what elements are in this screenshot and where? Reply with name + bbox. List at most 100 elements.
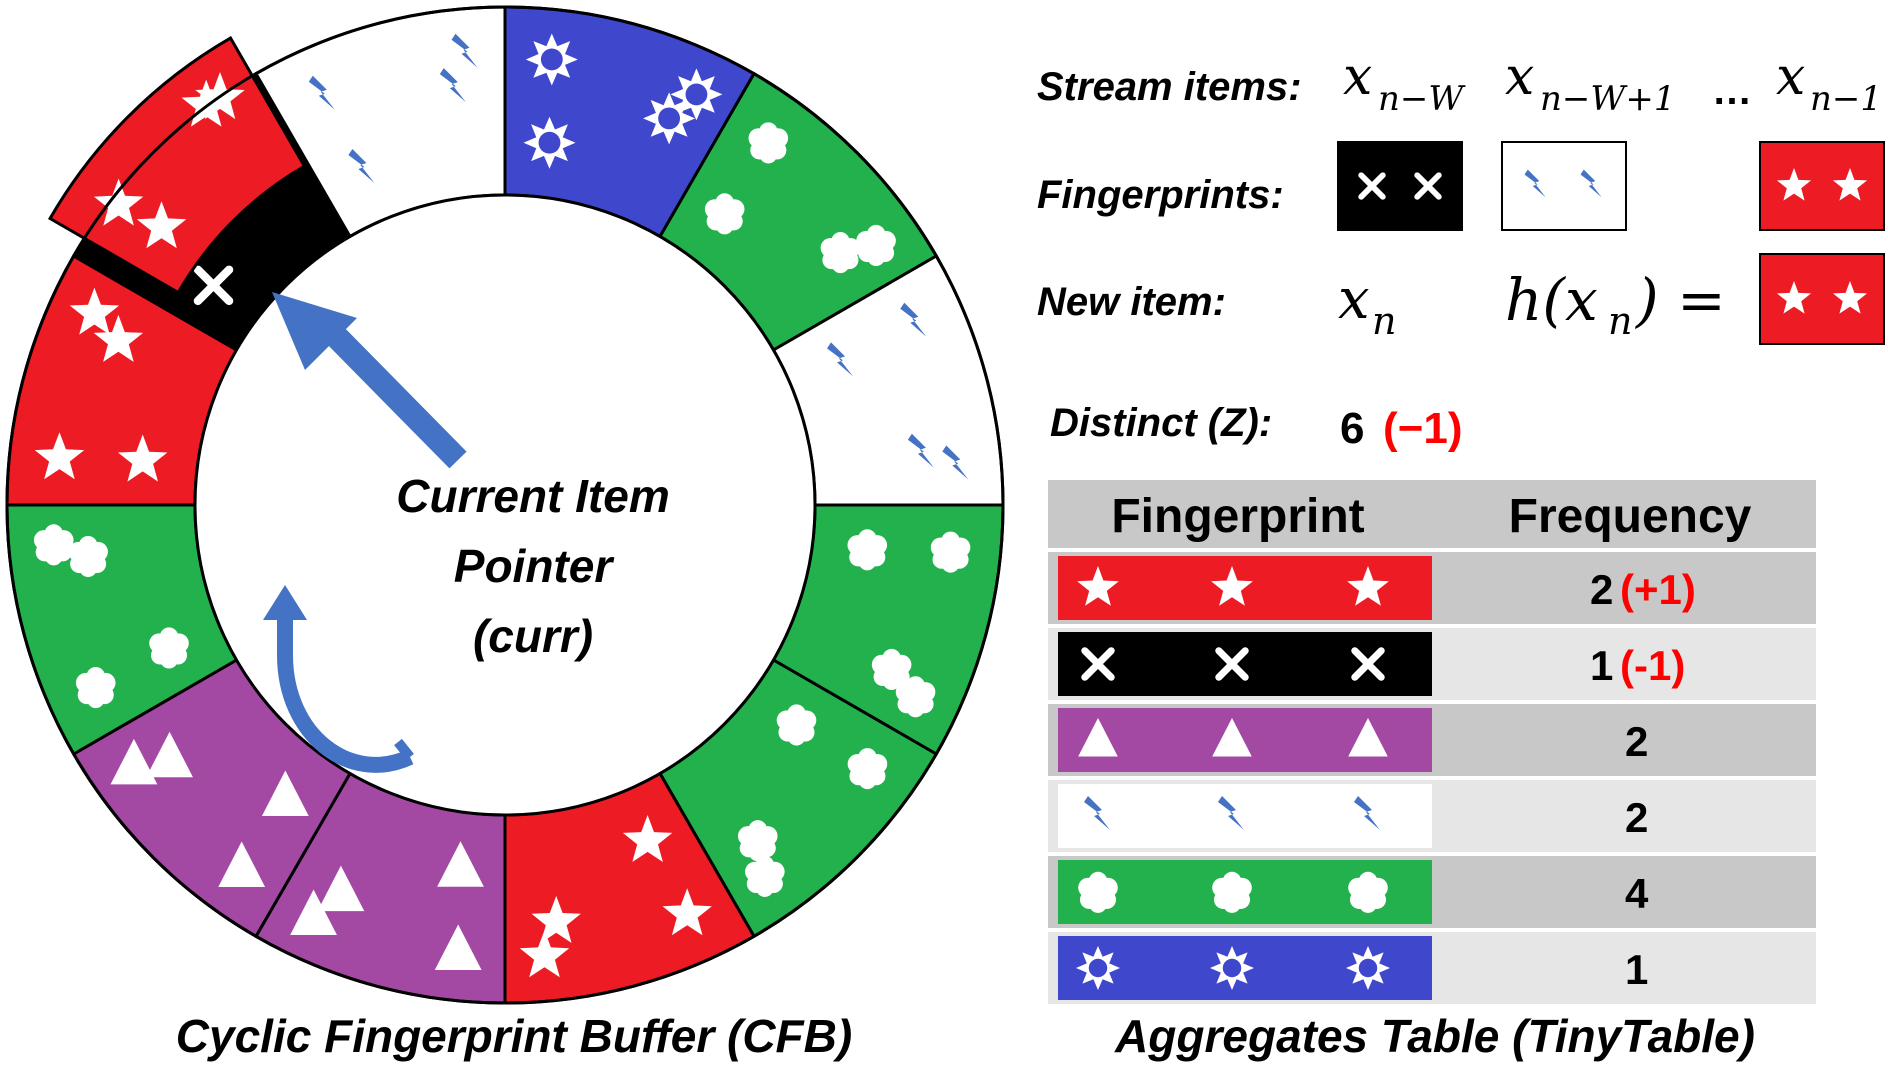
triangle-icon [110,738,158,785]
cloud-icon [871,648,912,691]
lightning-icon [348,149,375,183]
cfb-ring [5,5,1005,1005]
lightning-icon [1084,796,1110,830]
pointer-label-line3: (curr) [473,610,593,662]
cloud-icon [75,666,116,709]
star-icon [118,434,168,482]
cloud-icon [68,535,108,578]
blue-star-icon [525,33,578,86]
blue-star-icon [523,116,576,169]
cloud-icon [1078,871,1118,913]
frequency-value: 2 [1590,566,1613,613]
new-item-x: x n [1338,267,1396,343]
triangle-icon [434,924,482,971]
frequency-delta: (-1) [1620,642,1685,689]
distinct-value: 6 [1340,404,1364,453]
cfb-caption: Cyclic Fingerprint Buffer (CFB) [176,1010,852,1062]
lightning-icon [1580,169,1602,198]
star-icon [622,815,673,862]
cloud-icon [847,748,888,790]
cross-icon [1358,172,1386,200]
cfb-slot [71,657,353,939]
star-icon [1211,566,1253,606]
table-row: 2(+1) [1048,552,1816,624]
frequency-delta: (+1) [1620,566,1696,613]
cloud-icon [149,627,189,669]
frequency-value: 1 [1590,642,1613,689]
lightning-icon [1524,169,1546,198]
fingerprints-label: Fingerprints: [1037,173,1284,217]
triangle-icon [437,841,484,887]
table-row: 2 [1048,780,1816,852]
frequency-value: 1 [1625,946,1648,993]
lightning-icon [900,302,927,337]
cross-icon [1414,172,1442,200]
fingerprint-swatch [1058,632,1432,696]
svg-text:x: x [1776,47,1805,107]
lightning-icon [308,75,335,110]
fingerprint-box [1337,141,1463,231]
new-item-label: New item: [1037,280,1226,324]
svg-text:) =: ) = [1634,266,1726,334]
star-icon [1776,281,1812,314]
cloud-icon [895,676,936,718]
cloud-icon [930,531,971,573]
fingerprint-box [1759,141,1885,231]
cloud-icon [847,529,888,571]
lightning-icon [451,33,478,68]
cloud-icon [1212,871,1252,913]
frequency-value: 2 [1625,794,1648,841]
svg-text:n−W+1: n−W+1 [1540,79,1675,119]
triangle-icon [261,770,309,817]
svg-text:x: x [1505,47,1534,107]
blue-star-icon [670,68,723,121]
star-icon [519,930,570,978]
cross-icon [1081,647,1115,681]
star-icon [1832,281,1868,314]
cloud-icon [856,224,896,267]
stream-item-1: x n−W [1343,47,1466,119]
table-row: 1 [1048,932,1816,1004]
star-icon [1077,566,1119,606]
lightning-icon [827,342,853,377]
tinytable-caption: Aggregates Table (TinyTable) [1114,1010,1755,1062]
lightning-icon [439,68,466,103]
triangle-icon [218,841,266,887]
hash-expression: h(x n ) = [1505,266,1726,343]
lightning-icon [1354,796,1380,830]
star-icon [662,888,712,936]
blue-star-icon [1076,946,1120,990]
cloud-icon [737,820,778,862]
svg-text:n: n [1608,299,1632,343]
cfb-slot [657,657,939,939]
fingerprint-boxes [1337,141,1885,231]
cloud-icon [820,231,861,274]
header-fingerprint: Fingerprint [1111,490,1364,543]
svg-text:x: x [1338,267,1370,332]
fingerprint-swatch [1058,784,1432,848]
blue-star-icon [1346,946,1390,990]
table-header-bg [1048,480,1816,548]
star-icon [69,287,120,335]
pointer-label-line1: Current Item [396,470,669,522]
distinct-delta: (−1) [1383,404,1462,453]
cross-icon [1215,647,1249,681]
table-row: 2 [1048,704,1816,776]
distinct-label: Distinct (Z): [1050,401,1272,445]
star-icon [181,79,231,127]
cloud-icon [745,855,785,897]
svg-text:x: x [1343,47,1372,107]
cloud-icon [1348,871,1388,913]
svg-text:h(x: h(x [1505,266,1598,334]
cloud-icon [33,524,74,566]
svg-text:n: n [1372,299,1396,343]
cloud-icon [704,193,745,235]
blue-star-icon [1210,946,1254,990]
table-row: 4 [1048,856,1816,928]
stream-item-3: x n−1 [1776,47,1882,119]
svg-text:n−W: n−W [1378,79,1466,119]
lightning-icon [942,445,969,480]
new-item-fingerprint [1759,253,1885,345]
